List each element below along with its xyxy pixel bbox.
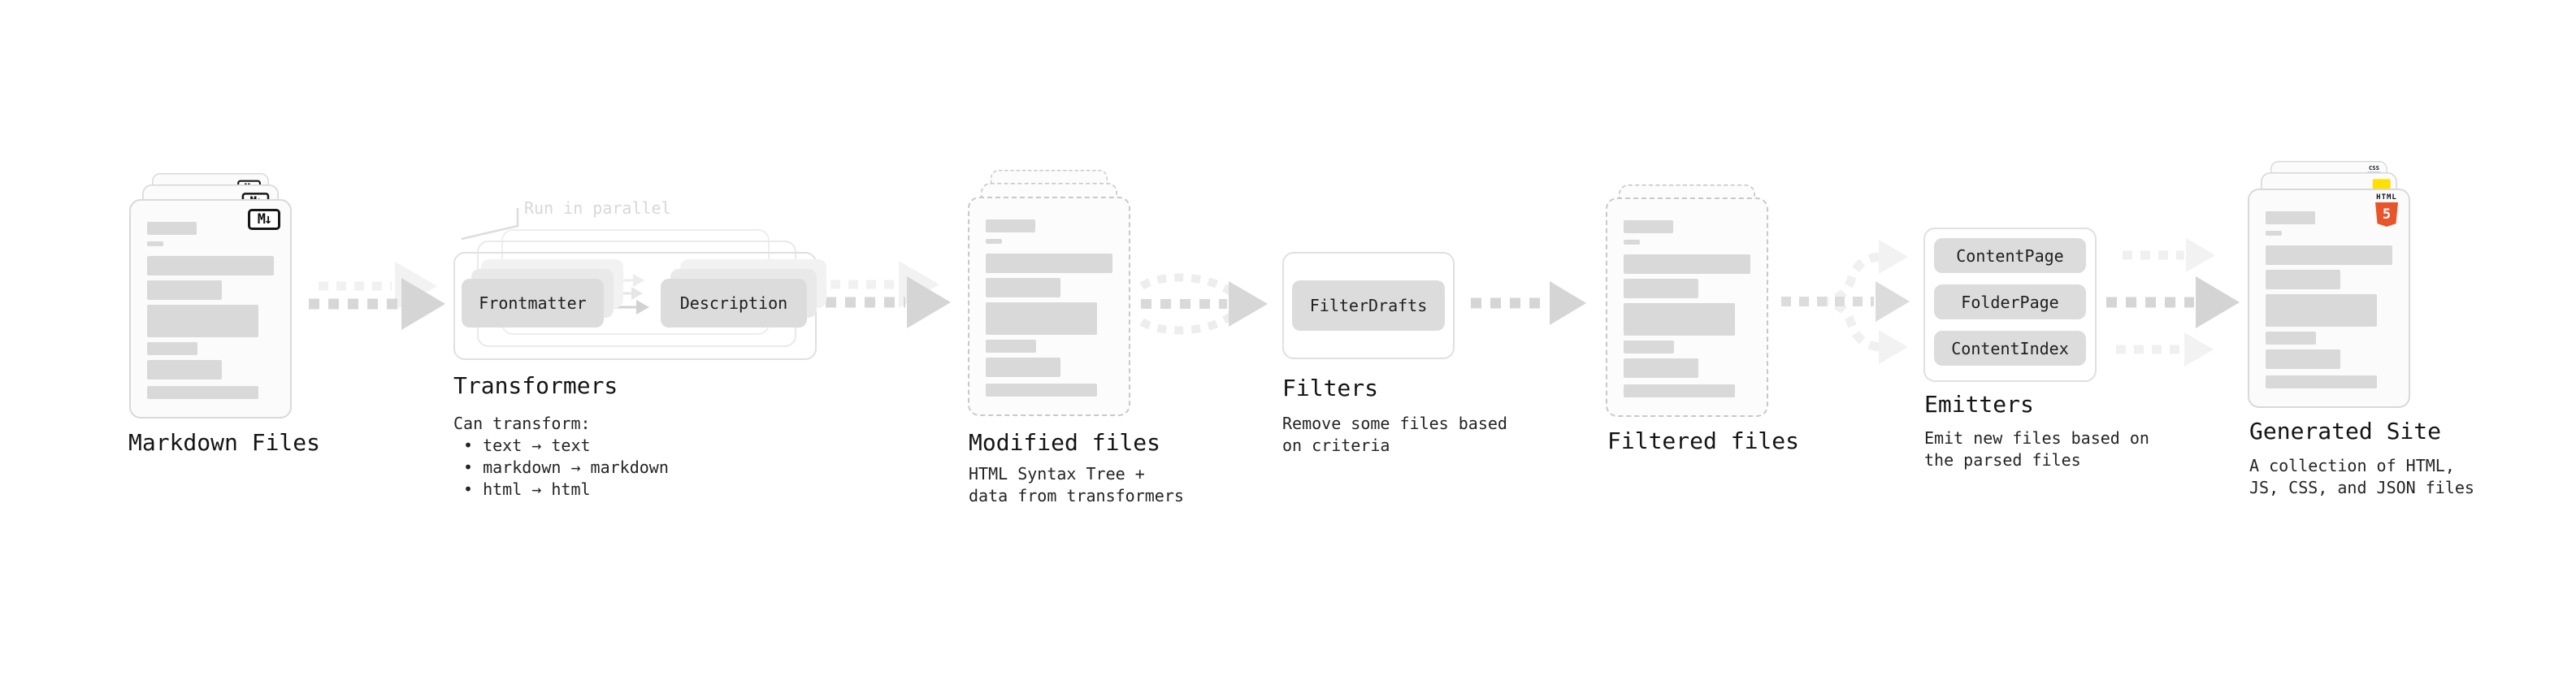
modified-file-card-front	[968, 197, 1130, 416]
caption-line: the parsed files	[1924, 450, 2081, 470]
generated-site-title: Generated Site	[2249, 418, 2442, 445]
arrow-modified-to-filters	[1139, 273, 1268, 335]
filterdrafts-box: FilterDrafts	[1292, 280, 1445, 331]
transformers-title: Transformers	[453, 372, 618, 399]
filters-caption: Remove some files based on criteria	[1282, 413, 1507, 457]
arrow-transformers-to-modified	[826, 261, 951, 328]
emitters-caption: Emit new files based on the parsed files	[1924, 427, 2149, 471]
file-content-placeholder	[147, 222, 274, 399]
folderpage-label: FolderPage	[1961, 292, 2059, 312]
transformers-caption-intro: Can transform:	[453, 414, 591, 433]
description-label: Description	[679, 293, 788, 313]
file-content-placeholder	[2266, 211, 2392, 388]
transformers-bullet: • text → text	[463, 436, 591, 455]
file-content-placeholder	[986, 219, 1112, 397]
modified-files-title: Modified files	[969, 429, 1161, 456]
caption-line: Remove some files based	[1282, 414, 1507, 433]
generated-file-card-front: HTML 5	[2248, 189, 2410, 408]
filtered-file-card-front	[1606, 197, 1768, 417]
caption-line: JS, CSS, and JSON files	[2249, 478, 2474, 497]
caption-line: Emit new files based on	[1924, 428, 2149, 448]
filtered-files-title: Filtered files	[1607, 427, 1800, 454]
contentpage-box: ContentPage	[1934, 238, 2086, 273]
contentindex-box: ContentIndex	[1934, 331, 2086, 366]
run-in-parallel-callout-line	[461, 208, 519, 241]
arrow-filters-to-filtered	[1471, 281, 1586, 325]
markdown-files-title: Markdown Files	[128, 429, 321, 456]
contentpage-label: ContentPage	[1956, 245, 2064, 266]
html5-icon-word: HTML	[2376, 193, 2397, 202]
css-icon-text: CSS	[2368, 165, 2379, 171]
caption-line: on criteria	[1282, 436, 1390, 455]
frontmatter-box: Frontmatter	[462, 279, 604, 327]
file-content-placeholder	[1624, 220, 1750, 397]
html5-icon-shield: 5	[2375, 202, 2398, 227]
markdown-icon-text: M↓	[257, 211, 273, 228]
folderpage-box: FolderPage	[1934, 284, 2086, 319]
run-in-parallel-annotation: Run in parallel	[524, 198, 671, 218]
transformers-bullet: • html → html	[463, 479, 591, 499]
modified-files-caption: HTML Syntax Tree + data from transformer…	[969, 463, 1184, 507]
description-box: Description	[661, 279, 807, 327]
frontmatter-label: Frontmatter	[479, 293, 587, 313]
arrow-filtered-to-emitters	[1781, 240, 1910, 364]
filterdrafts-label: FilterDrafts	[1309, 296, 1428, 315]
transformers-bullet: • markdown → markdown	[463, 458, 669, 477]
caption-line: A collection of HTML,	[2249, 456, 2455, 475]
generated-site-caption: A collection of HTML, JS, CSS, and JSON …	[2249, 455, 2474, 499]
filters-title: Filters	[1282, 375, 1379, 401]
html5-icon: HTML 5	[2373, 193, 2400, 227]
arrow-emitters-to-generated	[2106, 238, 2240, 367]
markdown-icon: M↓	[248, 209, 280, 230]
contentindex-label: ContentIndex	[1951, 338, 2069, 358]
arrow-markdown-to-transformers	[309, 262, 445, 330]
caption-line: data from transformers	[969, 486, 1184, 505]
emitters-title: Emitters	[1924, 391, 2034, 418]
transformers-caption: Can transform: • text → text • markdown …	[453, 413, 669, 501]
markdown-file-card-front: M↓	[129, 199, 292, 419]
caption-line: HTML Syntax Tree +	[969, 464, 1145, 484]
